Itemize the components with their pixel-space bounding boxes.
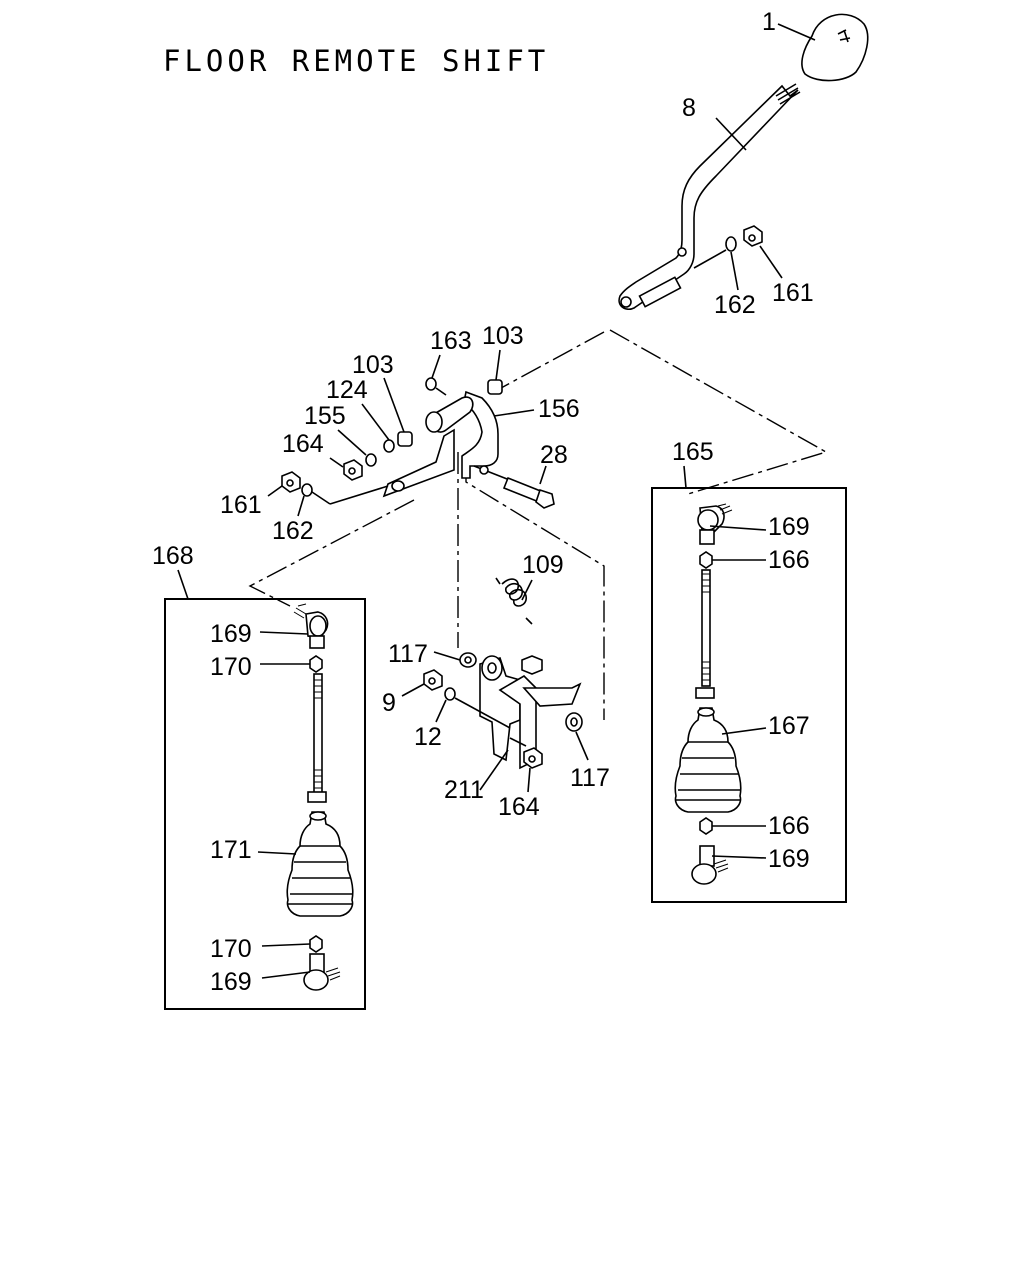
callout-pin-28: 28 [540, 441, 568, 469]
group-168-box [164, 598, 366, 1010]
callout-nut-161-left: 161 [220, 491, 262, 519]
group-165-box [651, 487, 847, 903]
washer [301, 483, 313, 497]
callout-boot-171: 171 [210, 836, 252, 864]
washer [425, 377, 437, 391]
callout-bushing-117-left: 117 [388, 640, 428, 668]
callout-nut-164-lower: 164 [498, 793, 540, 821]
callout-nut-upper: 161 [772, 279, 814, 307]
callout-nut-9: 9 [382, 689, 396, 717]
callout-nut-170-bottom: 170 [210, 935, 252, 963]
callout-end-169-bottom-left: 169 [210, 968, 252, 996]
callout-washer-12: 12 [414, 723, 442, 751]
callout-knob: 1 [762, 8, 776, 36]
callout-end-169-top-left: 169 [210, 620, 252, 648]
callout-bracket-211: 211 [444, 776, 484, 804]
callout-washer-162-left: 162 [272, 517, 314, 545]
callout-nut-166-top: 166 [768, 546, 810, 574]
callout-nut-164-upper: 164 [282, 430, 324, 458]
callout-washer-155: 155 [304, 402, 346, 430]
lower-bracket [479, 655, 582, 770]
control-rod-right [674, 503, 742, 885]
callout-spring-109: 109 [522, 551, 564, 579]
diagram-title: FLOOR REMOTE SHIFT [163, 44, 550, 78]
washer [365, 453, 377, 467]
pin [473, 465, 555, 509]
bushing [397, 431, 413, 447]
callout-bushing-103-right: 103 [482, 322, 524, 350]
washer [725, 236, 737, 252]
callout-bushing-117-right: 117 [570, 764, 610, 792]
callout-nut-166-bottom: 166 [768, 812, 810, 840]
callout-nut-170-top: 170 [210, 653, 252, 681]
control-rod-left [286, 603, 354, 991]
callout-boot-167: 167 [768, 712, 810, 740]
callout-bushing-103-left: 103 [352, 351, 394, 379]
callout-group-168: 168 [152, 542, 194, 570]
callout-end-169-bottom-right: 169 [768, 845, 810, 873]
callout-lever: 8 [682, 94, 696, 122]
shift-knob [801, 13, 869, 82]
washer [444, 687, 456, 701]
callout-washer-upper: 162 [714, 291, 756, 319]
shift-lever [618, 83, 801, 311]
callout-washer-163: 163 [430, 327, 472, 355]
spring [495, 577, 533, 625]
callout-group-165: 165 [672, 438, 714, 466]
callout-bracket-156: 156 [538, 395, 580, 423]
callout-end-169-top-right: 169 [768, 513, 810, 541]
bushing [487, 379, 503, 395]
callout-washer-124: 124 [326, 376, 368, 404]
pivot-bracket [382, 390, 499, 498]
washer [383, 439, 395, 453]
